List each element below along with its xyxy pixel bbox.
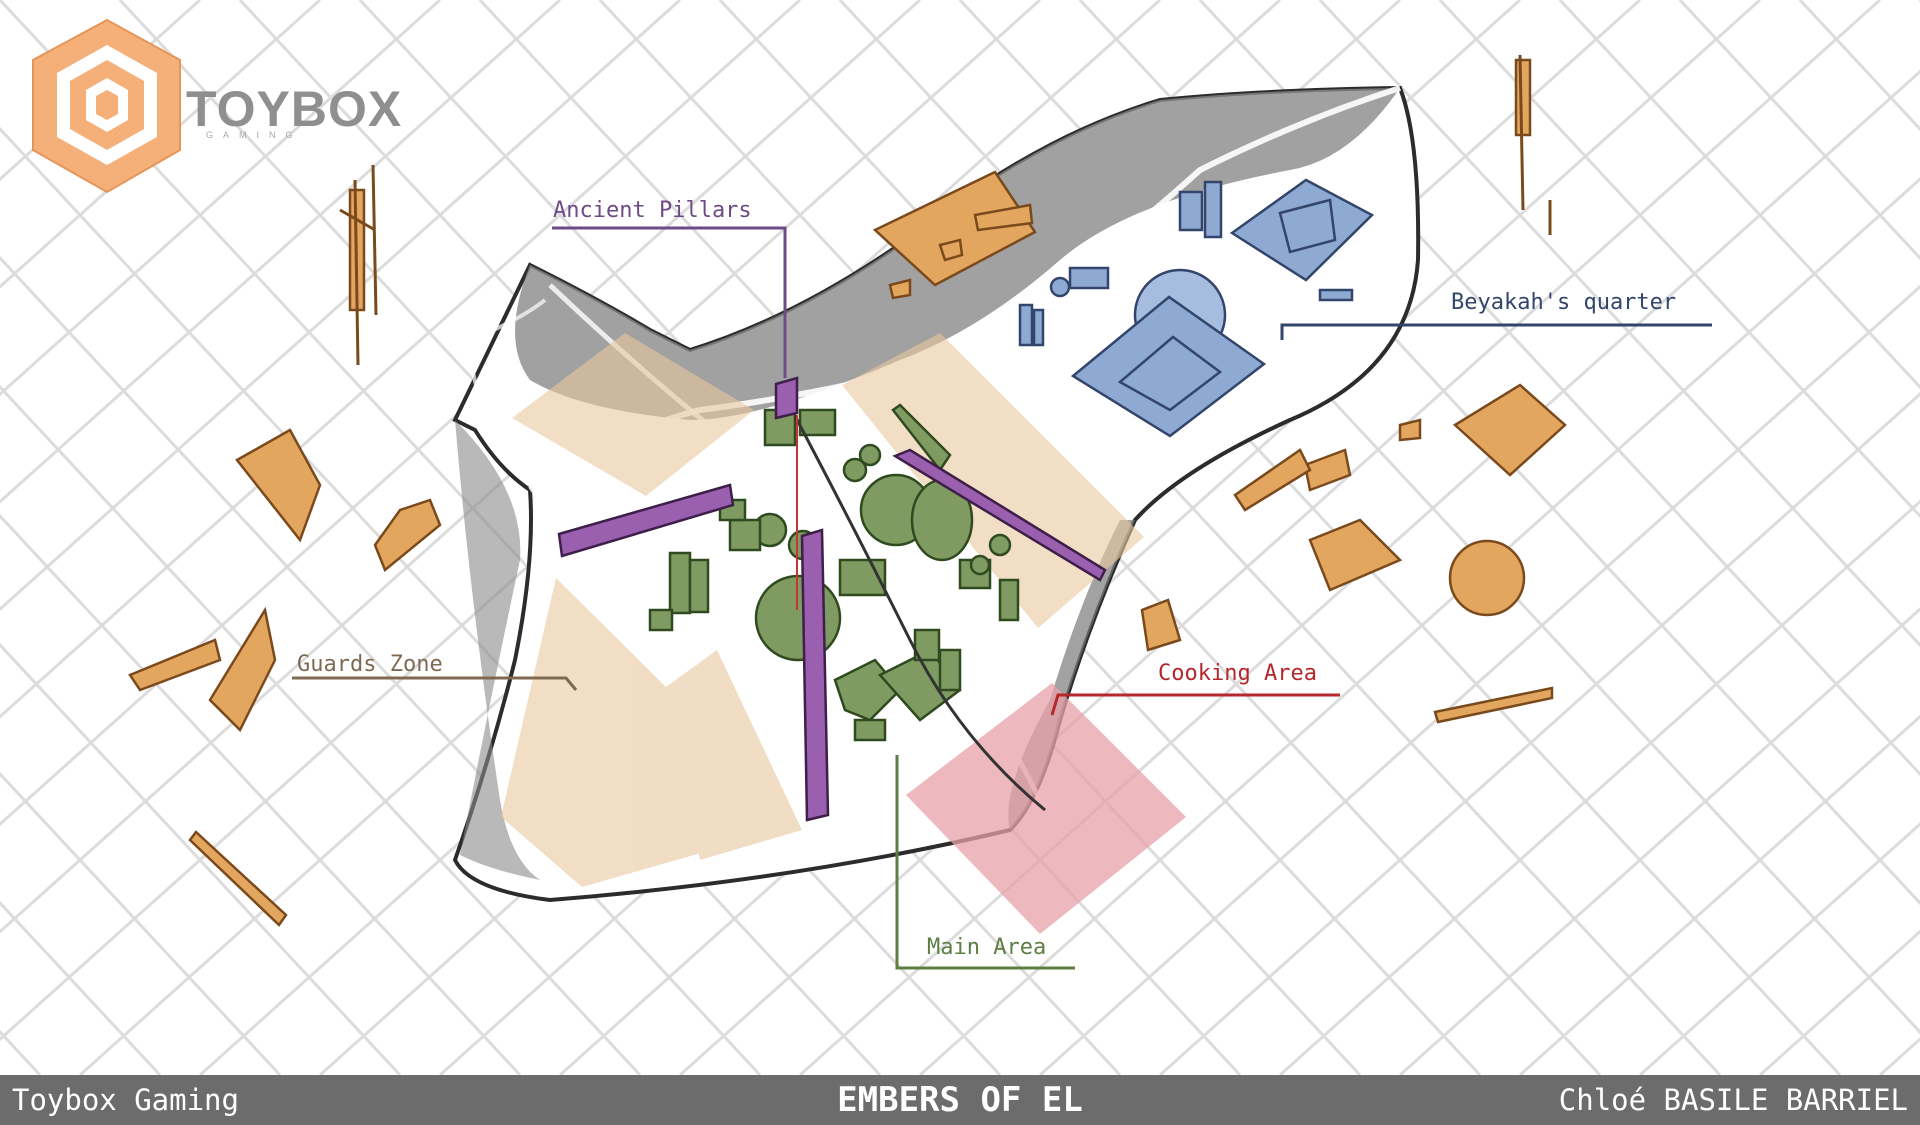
grid-line	[1558, 0, 1920, 390]
grid-line	[1758, 929, 1920, 1077]
grid-line	[1678, 0, 1920, 261]
grid-line	[798, 69, 1920, 1077]
grid-line	[1158, 392, 1920, 1077]
callout-beyakah-quarter: Beyakah's quarter	[1451, 290, 1677, 315]
footer-author: Chloé BASILE BARRIEL	[1558, 1083, 1908, 1117]
grid-line	[0, 0, 682, 612]
plateau-path	[793, 415, 1046, 812]
grid-line	[918, 177, 1920, 1077]
beyakah-quarter-buildings	[1018, 178, 1375, 438]
grid-line	[718, 0, 1722, 1077]
grid-line	[1438, 0, 1920, 519]
logo-tagline: GAMING	[206, 130, 303, 140]
footer-title: EMBERS OF EL	[837, 1080, 1083, 1120]
cooking-area-zone	[906, 683, 1186, 934]
beyakah-quarter-leader	[1280, 323, 1712, 340]
footer-studio: Toybox Gaming	[12, 1083, 239, 1117]
grid-line	[0, 0, 562, 504]
grid-line	[1278, 499, 1920, 1077]
grid-line	[1318, 0, 1920, 648]
guards-zone-leader	[292, 676, 578, 691]
grid-line	[0, 0, 1042, 934]
logo-wordmark: TOYBOX	[186, 81, 403, 137]
callout-leaders	[292, 226, 1712, 970]
grid-line	[1038, 284, 1920, 1077]
grid-line	[0, 642, 402, 1077]
ancient-pillars	[557, 376, 1107, 822]
grid-line	[0, 513, 522, 1077]
callout-ancient-pillars: Ancient Pillars	[553, 198, 752, 223]
callout-guards-zone: Guards Zone	[297, 652, 443, 677]
footer-bar: Toybox Gaming EMBERS OF EL Chloé BASILE …	[0, 1075, 1920, 1125]
callout-main-area: Main Area	[927, 935, 1047, 960]
ancient-pillars-leader	[552, 226, 787, 378]
grid-line	[678, 0, 1882, 1077]
grid-line	[0, 771, 282, 1077]
grid-line	[1518, 714, 1920, 1077]
main-area-leader	[895, 755, 1075, 970]
grid-line	[558, 0, 1762, 1077]
grid-line	[1398, 607, 1920, 1077]
grid-line	[1638, 822, 1920, 1077]
grid-line	[0, 0, 442, 397]
callout-cooking-area: Cooking Area	[1158, 661, 1317, 686]
grid-line	[0, 0, 802, 719]
grid-line	[0, 384, 642, 1077]
orange-prop-strokes	[339, 54, 1552, 366]
toybox-logo-icon	[32, 18, 181, 194]
grid-line	[0, 0, 922, 827]
grid-line	[1878, 1037, 1920, 1077]
cooking-area-leader	[1050, 693, 1340, 716]
